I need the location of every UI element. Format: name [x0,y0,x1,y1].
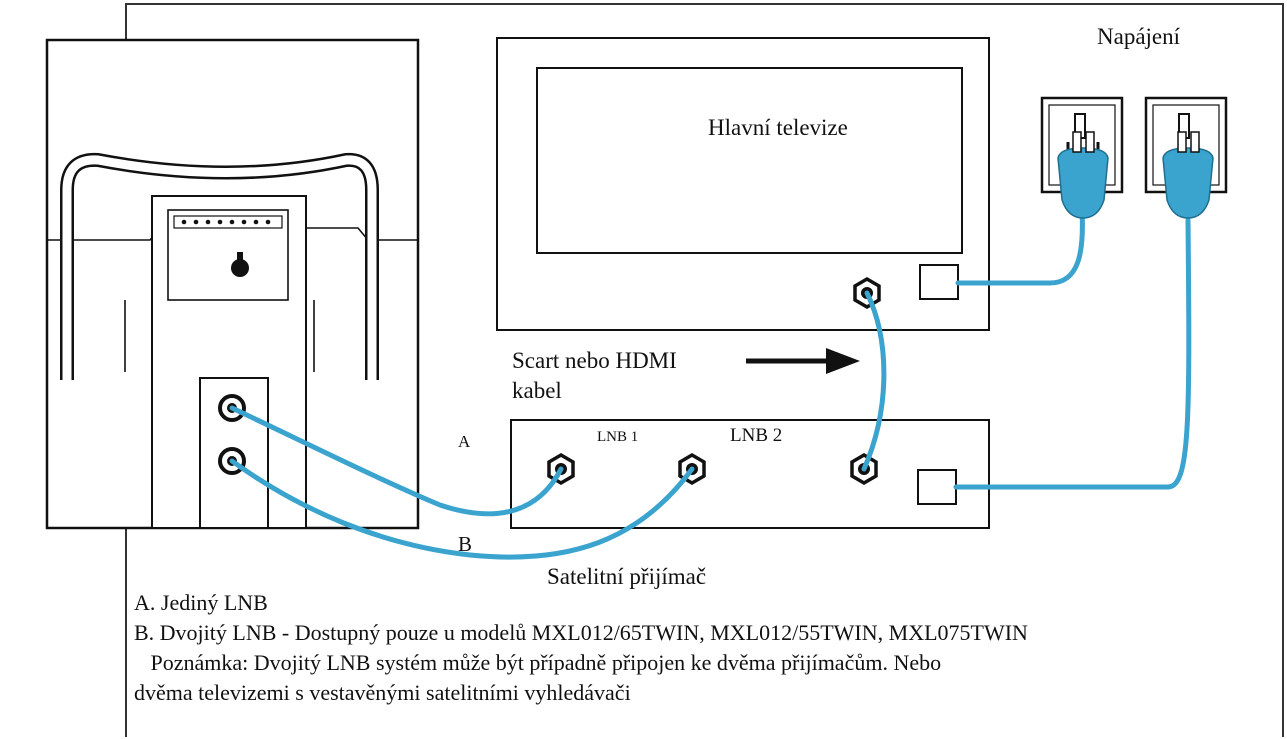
lnb2-label: LNB 2 [730,425,782,446]
note-line-a: A. Jediný LNB [134,590,268,615]
label-b: B [458,532,472,556]
label-a: A [458,432,471,451]
lnb1-label: LNB 1 [597,429,638,445]
tv-power-socket [919,264,959,300]
main-tv-label: Hlavní televize [708,115,848,140]
satellite-receiver [510,419,990,529]
cable-receiver-power [953,217,1192,490]
note-remark-line1: Poznámka: Dvojitý LNB systém může být př… [134,650,942,675]
power-plug-icon [1162,131,1214,219]
notes-block: A. Jediný LNB B. Dvojitý LNB - Dostupný … [134,588,1274,708]
receiver-power-socket [917,469,957,505]
cable-dish-b-to-lnb2 [229,458,695,560]
cable-label-line1: Scart nebo HDMI [512,348,677,373]
main-tv [496,37,990,331]
knob-icon [231,259,249,277]
note-line-b: B. Dvojitý LNB - Dostupný pouze u modelů… [134,620,1028,645]
satellite-dish-unit [45,38,420,530]
cable-dish-a-to-lnb1 [229,405,564,517]
cable-label-line2: kabel [512,378,562,403]
power-plug-icon [1057,131,1109,219]
power-label: Napájení [1097,24,1181,49]
note-remark-line2: dvěma televizemi s vestavěnými satelitní… [134,680,631,705]
cable-hdmi [861,290,887,472]
cables [229,207,1192,560]
led-strip [181,219,271,225]
receiver-label: Satelitní přijímač [547,564,706,589]
arrow-right-icon [746,348,860,374]
cable-tv-power [955,207,1085,286]
